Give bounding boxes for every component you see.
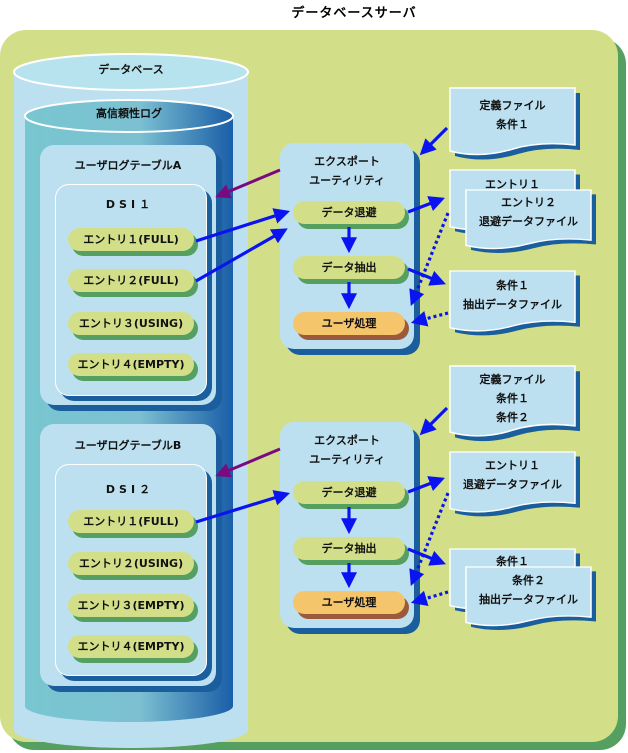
arrow-backupfile2-to-user2 [409, 492, 450, 586]
entry-b-4[interactable]: エントリ４(EMPTY) [68, 635, 194, 658]
arrow-entry-b1-to-backup [195, 490, 291, 524]
utility-1-extract-step[interactable]: データ抽出 [293, 256, 405, 279]
utility-1-backup-step[interactable]: データ退避 [293, 201, 405, 224]
entry-a-4[interactable]: エントリ４(EMPTY) [68, 353, 194, 376]
extract-file-2-back-label: 条件１ [496, 555, 529, 568]
arrow-backup2-to-file [407, 476, 445, 494]
dsi-2-label: DSI２ [105, 483, 155, 496]
entry-b-2[interactable]: エントリ２(USING) [68, 552, 194, 575]
utility-2-extract-step[interactable]: データ抽出 [293, 537, 405, 560]
backup-file-1-back-label: エントリ１ [485, 178, 540, 191]
arrow-utility1-to-table-a [215, 168, 281, 199]
dsi-1-label: DSI１ [105, 198, 155, 211]
utility-2-backup-step[interactable]: データ退避 [293, 481, 405, 504]
arrow-backupfile1-to-user1 [409, 212, 450, 306]
entry-a-2[interactable]: エントリ２(FULL) [68, 269, 194, 292]
def-file-2-line3: 条件２ [496, 411, 529, 424]
utility-2-title-line1: エクスポート [314, 434, 380, 447]
extract-file-2-front-line1: 条件２ [512, 574, 545, 587]
def-file-1-line2: 条件１ [496, 118, 529, 131]
utility-1-title-line1: エクスポート [314, 155, 380, 168]
entry-b-1[interactable]: エントリ１(FULL) [68, 510, 194, 533]
arrow-def2-to-utility [419, 406, 449, 436]
arrow-def1-to-utility [419, 126, 449, 156]
utility-2-user-process-step[interactable]: ユーザ処理 [293, 591, 405, 614]
table-a-name: ユーザログテーブルA [74, 159, 182, 172]
def-file-1-line1: 定義ファイル [479, 99, 546, 112]
backup-file-2-line1: エントリ１ [485, 459, 540, 472]
arrow-utility2-to-table-b [215, 447, 281, 478]
arrow-entry-a2-to-backup [195, 228, 288, 283]
entry-a-3[interactable]: エントリ３(USING) [68, 312, 194, 335]
utility-1-user-process-step[interactable]: ユーザ処理 [293, 312, 405, 335]
entry-b-3[interactable]: エントリ３(EMPTY) [68, 594, 194, 617]
entry-a-1[interactable]: エントリ１(FULL) [68, 228, 194, 251]
log-top [24, 99, 234, 133]
diagram-title: データベースサーバ [291, 6, 417, 21]
backup-file-2-line2: 退避データファイル [463, 478, 562, 491]
arrow-extract2-to-file [407, 547, 446, 566]
utility-2-title-line2: ユーティリティ [309, 453, 385, 466]
database-label: データベース [98, 63, 164, 76]
utility-1-title-line2: ユーティリティ [309, 174, 385, 187]
def-file-2-line2: 条件１ [496, 392, 529, 405]
extract-file-1-line1: 条件１ [496, 279, 529, 292]
arrow-extract1-to-file [407, 267, 446, 286]
backup-file-1-front-line2: 退避データファイル [479, 215, 578, 228]
def-file-2-line1: 定義ファイル [479, 373, 546, 386]
arrow-entry-a1-to-backup [195, 208, 291, 243]
backup-file-1-front-line1: エントリ２ [501, 196, 556, 209]
log-label: 高信頼性ログ [96, 107, 162, 120]
arrow-extractfile1-to-user1 [410, 310, 449, 327]
table-b-name: ユーザログテーブルB [74, 439, 182, 452]
arrow-extractfile2-to-user2 [410, 590, 449, 607]
extract-file-2-front-line2: 抽出データファイル [479, 593, 578, 606]
extract-file-1-line2: 抽出データファイル [463, 298, 562, 311]
arrow-backup1-to-file [407, 196, 445, 214]
database-top [13, 53, 249, 91]
